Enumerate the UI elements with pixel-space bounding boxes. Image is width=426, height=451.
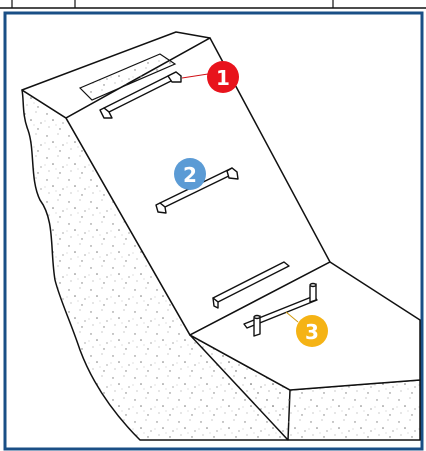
callout-badge-2: 2 bbox=[174, 158, 206, 190]
callout-number-1: 1 bbox=[216, 66, 230, 90]
header-strip bbox=[0, 0, 426, 9]
recess-pad bbox=[78, 53, 177, 101]
illustration-frame: 1 2 3 bbox=[0, 11, 426, 451]
rung-slope-lower bbox=[212, 261, 290, 309]
callout-badge-3: 3 bbox=[296, 315, 328, 347]
leader-line-3 bbox=[285, 311, 299, 323]
ladder-rung-diagram: 1 2 3 bbox=[3, 11, 424, 451]
rung-3 bbox=[243, 282, 318, 337]
callout-badge-1: 1 bbox=[207, 61, 239, 93]
callout-number-2: 2 bbox=[183, 163, 197, 187]
callout-number-3: 3 bbox=[305, 320, 319, 344]
leader-line-1 bbox=[181, 73, 209, 79]
frame-border bbox=[3, 11, 424, 451]
rung-1 bbox=[99, 71, 182, 119]
